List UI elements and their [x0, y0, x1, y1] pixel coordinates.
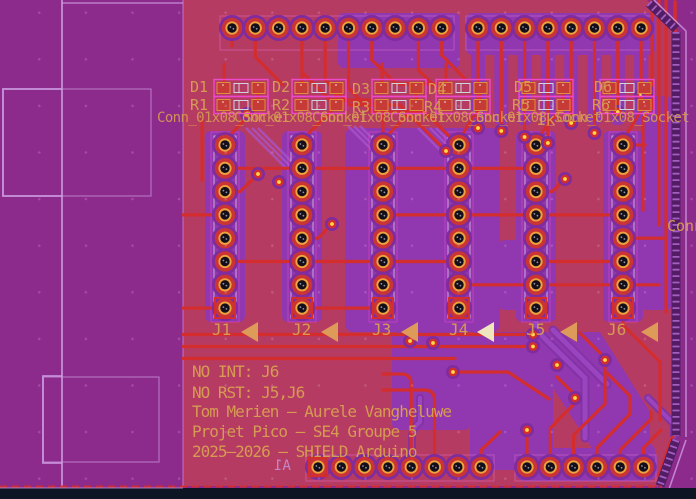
vias	[240, 85, 655, 437]
smd-footprints	[213, 78, 655, 115]
pin1-arrows	[241, 322, 658, 342]
board-edge-bottom	[0, 485, 696, 499]
board-edge-right	[645, 0, 687, 493]
through-hole-pads	[212, 15, 657, 480]
